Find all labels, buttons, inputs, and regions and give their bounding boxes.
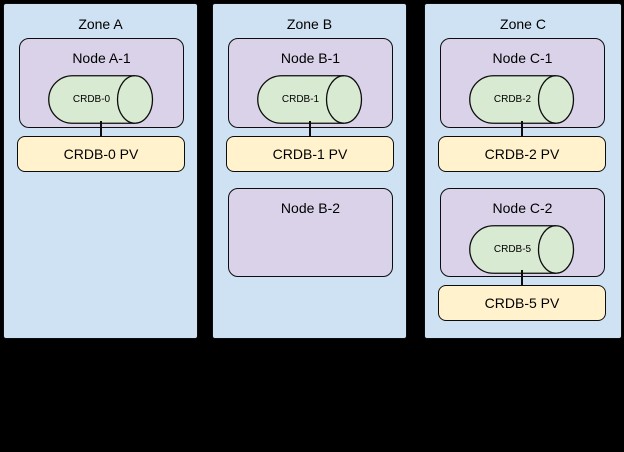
node-a1: Node A-1 CRDB-0 [19, 38, 184, 128]
node-c2: Node C-2 CRDB-5 [440, 188, 605, 277]
database-cylinder-crdb-2: CRDB-2 [469, 75, 575, 124]
connector-line [521, 270, 523, 287]
node-a1-title: Node A-1 [72, 50, 131, 66]
node-b1-title: Node B-1 [280, 50, 341, 66]
database-cylinder-crdb-0: CRDB-0 [48, 75, 154, 124]
connector-line [521, 121, 523, 137]
zone-c: Zone C Node C-1 CRDB-2 CRDB-2 PV Node C-… [424, 3, 622, 339]
pv-label: CRDB-0 PV [63, 146, 139, 162]
node-c1-title: Node C-1 [492, 50, 553, 66]
database-cylinder-icon [257, 75, 363, 124]
pv-box-crdb-2: CRDB-2 PV [438, 136, 606, 172]
database-cylinder-icon [469, 225, 575, 274]
connector-line [309, 121, 311, 137]
database-cylinder-crdb-1: CRDB-1 [257, 75, 363, 124]
connector-line [100, 121, 102, 137]
database-cylinder-icon [469, 75, 575, 124]
database-cylinder-crdb-5: CRDB-5 [469, 225, 575, 274]
zone-a-title: Zone A [78, 16, 123, 32]
database-label: CRDB-1 [281, 94, 320, 105]
pv-label: CRDB-2 PV [484, 146, 560, 162]
pv-box-crdb-1: CRDB-1 PV [226, 136, 394, 172]
pv-box-crdb-0: CRDB-0 PV [17, 136, 185, 172]
node-b2-title: Node B-2 [280, 200, 341, 216]
zone-b: Zone B Node B-1 CRDB-1 CRDB-1 PV Node B-… [212, 3, 407, 339]
database-label: CRDB-0 [72, 94, 111, 105]
pv-box-crdb-5: CRDB-5 PV [438, 285, 606, 321]
node-b2: Node B-2 [228, 188, 393, 277]
pv-label: CRDB-1 PV [272, 146, 348, 162]
zone-c-title: Zone C [500, 16, 546, 32]
node-c1: Node C-1 CRDB-2 [440, 38, 605, 128]
zone-b-title: Zone B [286, 16, 333, 32]
node-b1: Node B-1 CRDB-1 [228, 38, 393, 128]
zone-a: Zone A Node A-1 CRDB-0 CRDB-0 PV [3, 3, 198, 339]
database-cylinder-icon [48, 75, 154, 124]
pv-label: CRDB-5 PV [484, 295, 560, 311]
database-label: CRDB-5 [493, 244, 532, 255]
node-c2-title: Node C-2 [492, 200, 553, 216]
database-label: CRDB-2 [493, 94, 532, 105]
